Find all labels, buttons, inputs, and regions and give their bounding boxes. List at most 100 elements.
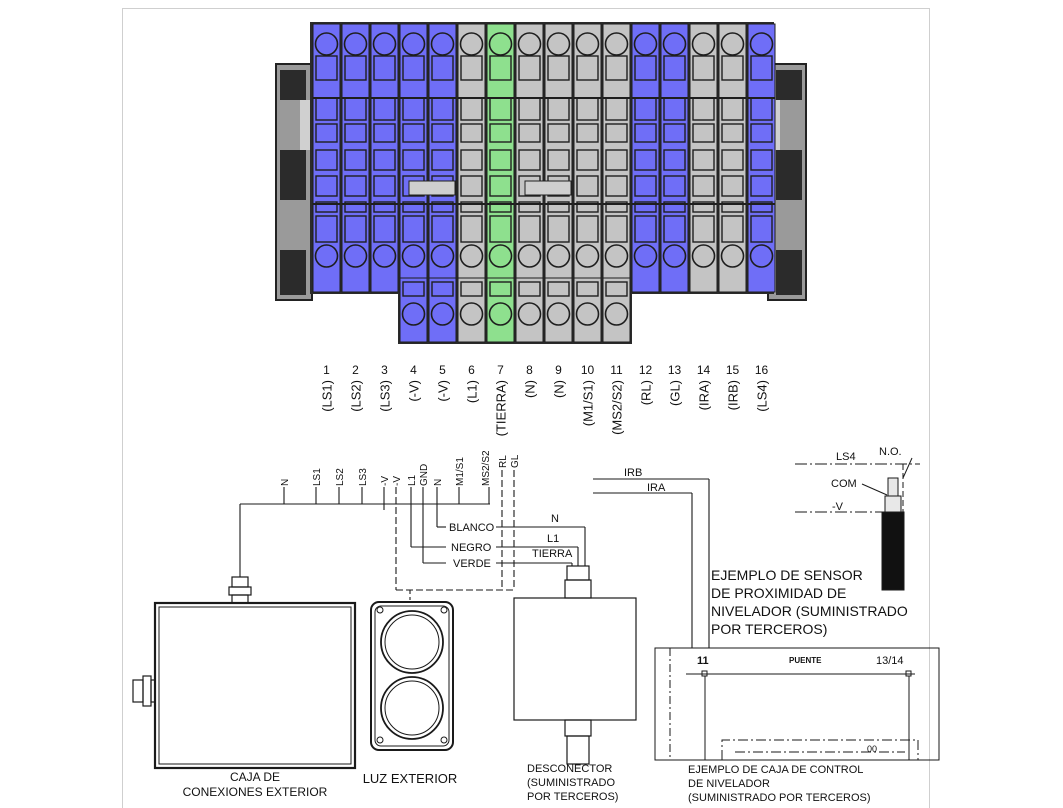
screw-top-16: [749, 32, 774, 56]
terminal-label-8: (N): [523, 380, 538, 398]
terminal-2: [341, 23, 370, 293]
terminal-label-15: (IRB): [726, 380, 741, 410]
terminal-number-1: 1: [323, 363, 330, 377]
terminal-label-3: (LS3): [378, 380, 393, 412]
terminal-number-4: 4: [410, 363, 417, 377]
terminal-number-11: 11: [610, 363, 623, 377]
terminal-number-8: 8: [526, 363, 533, 377]
terminal-number-9: 9: [555, 363, 562, 377]
screw-bottom-9: [546, 244, 571, 268]
screw-bottom-3: [372, 244, 397, 268]
terminal-8: [515, 23, 544, 293]
terminal-extension-10: [573, 277, 602, 343]
terminal-number-7: 7: [497, 363, 504, 377]
sensor-caption-line1: EJEMPLO DE SENSOR: [711, 567, 863, 583]
terminal-5: [428, 23, 457, 293]
captions: EJEMPLO DE SENSOR DE PROXIMIDAD DE NIVEL…: [183, 567, 908, 804]
screw-bottom-2: [343, 244, 368, 268]
harness-label-6: L1: [407, 474, 418, 486]
screw-bottom-6: [459, 244, 484, 268]
terminal-number-6: 6: [468, 363, 475, 377]
terminal-label-4: (-V): [407, 380, 422, 402]
harness-label-1: LS1: [312, 468, 323, 486]
terminal-number-3: 3: [381, 363, 388, 377]
screw-bottom-4: [401, 244, 426, 268]
screw-bottom-8: [517, 244, 542, 268]
terminal-1314-label: 13/14: [876, 655, 904, 667]
terminal-11: [602, 23, 631, 293]
screw-top-9: [546, 32, 571, 56]
puente-label: PUENTE: [789, 656, 822, 665]
terminal-extension-8: [515, 277, 544, 343]
terminal-label-10: (M1/S1): [581, 380, 596, 426]
desconector-caption-line3: POR TERCEROS): [527, 791, 618, 803]
harness-label-9: M1/S1: [455, 457, 466, 486]
terminal-label-12: (RL): [639, 380, 654, 405]
terminal-label-6: (L1): [465, 380, 480, 403]
screw-bottom-13: [662, 244, 687, 268]
screw-top-6: [459, 32, 484, 56]
control-caption-line2: DE NIVELADOR: [688, 778, 770, 790]
terminal-extension-9: [544, 277, 573, 343]
harness-label-11: RL: [498, 455, 509, 468]
terminal-number-15: 15: [726, 363, 740, 377]
terminal-1: [312, 23, 341, 293]
luz-caption: LUZ EXTERIOR: [363, 771, 458, 786]
terminal-number-13: 13: [668, 363, 682, 377]
harness-label-12: GL: [510, 454, 521, 468]
terminal-6: [457, 23, 486, 293]
screw-top-7: [488, 32, 513, 56]
screw-bottom-16: [749, 244, 774, 268]
control-box-labels: 11 PUENTE 13/14 00: [697, 655, 904, 754]
terminal-extension-7: [486, 277, 515, 343]
terminal-label-16: (LS4): [755, 380, 770, 412]
terminal-number-10: 10: [581, 363, 595, 377]
screw-top-14: [691, 32, 716, 56]
terminal-10: [573, 23, 602, 293]
terminal-number-12: 12: [639, 363, 653, 377]
disconnector: [513, 565, 637, 765]
harness-label-0: N: [280, 479, 291, 486]
wire-label-tierra: TIERRA: [532, 548, 573, 560]
screw-top-8: [517, 32, 542, 56]
sensor-no-label: N.O.: [879, 446, 902, 458]
harness: [239, 470, 710, 648]
terminal-number-16: 16: [755, 363, 769, 377]
terminal-label-9: (N): [552, 380, 567, 398]
caja-caption-line1: CAJA DE: [230, 770, 280, 784]
sensor-labels: LS4 N.O. COM -V: [831, 446, 902, 513]
terminal-15: [718, 23, 747, 293]
screw-top-2: [343, 32, 368, 56]
sensor-v-label: -V: [832, 501, 844, 513]
exterior-light: [370, 601, 454, 751]
terminal-14: [689, 23, 718, 293]
screw-bottom-7: [488, 244, 513, 268]
wire-label-ira: IRA: [647, 482, 666, 494]
terminal-label-7: (TIERRA): [494, 380, 509, 436]
control-box: [654, 647, 940, 761]
terminal-labels: (LS1)(LS2)(LS3)(-V)(-V)(L1)(TIERRA)(N)(N…: [320, 380, 770, 436]
screw-top-13: [662, 32, 687, 56]
harness-label-3: LS3: [358, 468, 369, 486]
terminal-extension-5: [428, 277, 457, 343]
screw-top-1: [314, 32, 339, 56]
sensor-caption-line4: POR TERCEROS): [711, 621, 827, 637]
wire-label-blanco: BLANCO: [449, 522, 495, 534]
screw-bottom-11: [604, 244, 629, 268]
wire-label-negro: NEGRO: [451, 542, 492, 554]
harness-label-5: -V: [392, 476, 403, 486]
terminal-label-11: (MS2/S2): [610, 380, 625, 435]
terminal-label-14: (IRA): [697, 380, 712, 410]
terminal-3: [370, 23, 399, 293]
terminal-label-2: (LS2): [349, 380, 364, 412]
terminal-label-13: (GL): [668, 380, 683, 406]
terminal-extension-6: [457, 277, 486, 343]
screw-bottom-5: [430, 244, 455, 268]
terminal-extension-11: [602, 277, 631, 343]
desconector-caption-line2: (SUMINISTRADO: [527, 777, 615, 789]
proximity-sensor: [795, 457, 920, 591]
screw-bottom-14: [691, 244, 716, 268]
terminal-label-5: (-V): [436, 380, 451, 402]
